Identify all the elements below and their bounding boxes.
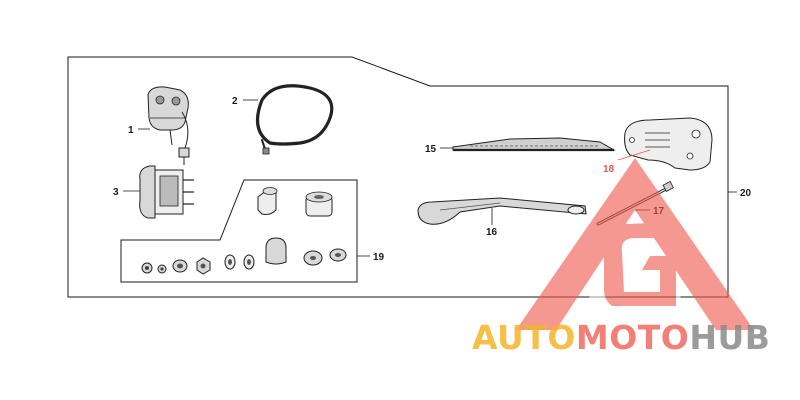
label-16: 16: [486, 227, 498, 238]
watermark-triangle-logo: [516, 158, 754, 330]
subkit-frame: [120, 179, 358, 283]
wiper-motor-part: [147, 86, 190, 165]
label-19: 19: [373, 252, 385, 263]
svg-text:AUTOMOTOHUB: AUTOMOTOHUB: [472, 318, 770, 357]
mounting-bracket-part: [624, 117, 713, 171]
label-3: 3: [113, 187, 119, 198]
wiper-blade-part: [452, 137, 616, 152]
subkit-bushing-part: [257, 187, 278, 215]
wiper-arm-part: [417, 197, 587, 225]
label-1: 1: [128, 125, 134, 136]
watermark-moto: MOTO: [576, 318, 689, 357]
rocker-switch-part: [139, 165, 194, 219]
label-20: 20: [740, 188, 752, 199]
wiring-cable-part: [255, 84, 334, 155]
subkit-hardware-row: [141, 237, 347, 275]
label-15: 15: [425, 144, 437, 155]
label-18: 18: [603, 164, 615, 175]
watermark-text: AUTOMOTOHUB: [472, 318, 770, 357]
label-2: 2: [232, 96, 238, 107]
outer-frame: [67, 56, 729, 298]
subkit-grommet-part: [305, 191, 333, 217]
watermark-hub: HUB: [689, 318, 770, 357]
leader-line-18: [617, 149, 651, 161]
watermark-auto: AUTO: [472, 318, 576, 357]
